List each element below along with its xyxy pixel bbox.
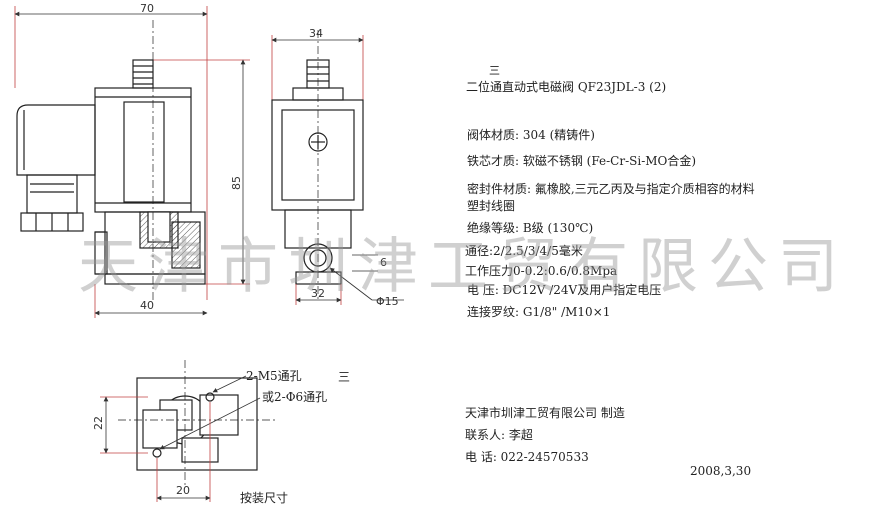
dim-side-bottom-label: 32 (311, 287, 325, 300)
mount-hole-bottom (152, 448, 162, 458)
dim-side-bottom: 32 (295, 284, 342, 305)
dim-port-diameter-label: Φ15 (376, 295, 399, 308)
dim-top-width-label: 70 (140, 2, 154, 15)
dim-side-small: 6 (352, 254, 387, 272)
dim-mount-height-label: 22 (92, 416, 105, 430)
front-view: 70 85 (14, 2, 250, 318)
dim-bottom-width: 40 (94, 284, 208, 318)
dim-port-diameter: Φ15 (329, 267, 404, 308)
dim-mount-width: 20 (156, 402, 211, 502)
connector (16, 104, 96, 176)
dim-top-width: 70 (14, 2, 208, 300)
dim-bottom-width-label: 40 (140, 299, 154, 312)
dim-mount-width-label: 20 (176, 484, 190, 497)
mount-hole-top (205, 392, 215, 402)
dim-mount-height: 22 (92, 396, 148, 454)
dim-side-width: 34 (271, 27, 364, 100)
mount-view: 22 20 (92, 360, 275, 502)
side-coil (271, 99, 364, 211)
side-view: 34 32 6 Φ15 (271, 27, 404, 308)
coil-housing (94, 87, 192, 213)
dim-side-small-label: 6 (380, 256, 387, 269)
dim-height: 85 (150, 59, 250, 285)
dim-side-width-label: 34 (309, 27, 323, 40)
dim-height-label: 85 (230, 176, 243, 190)
